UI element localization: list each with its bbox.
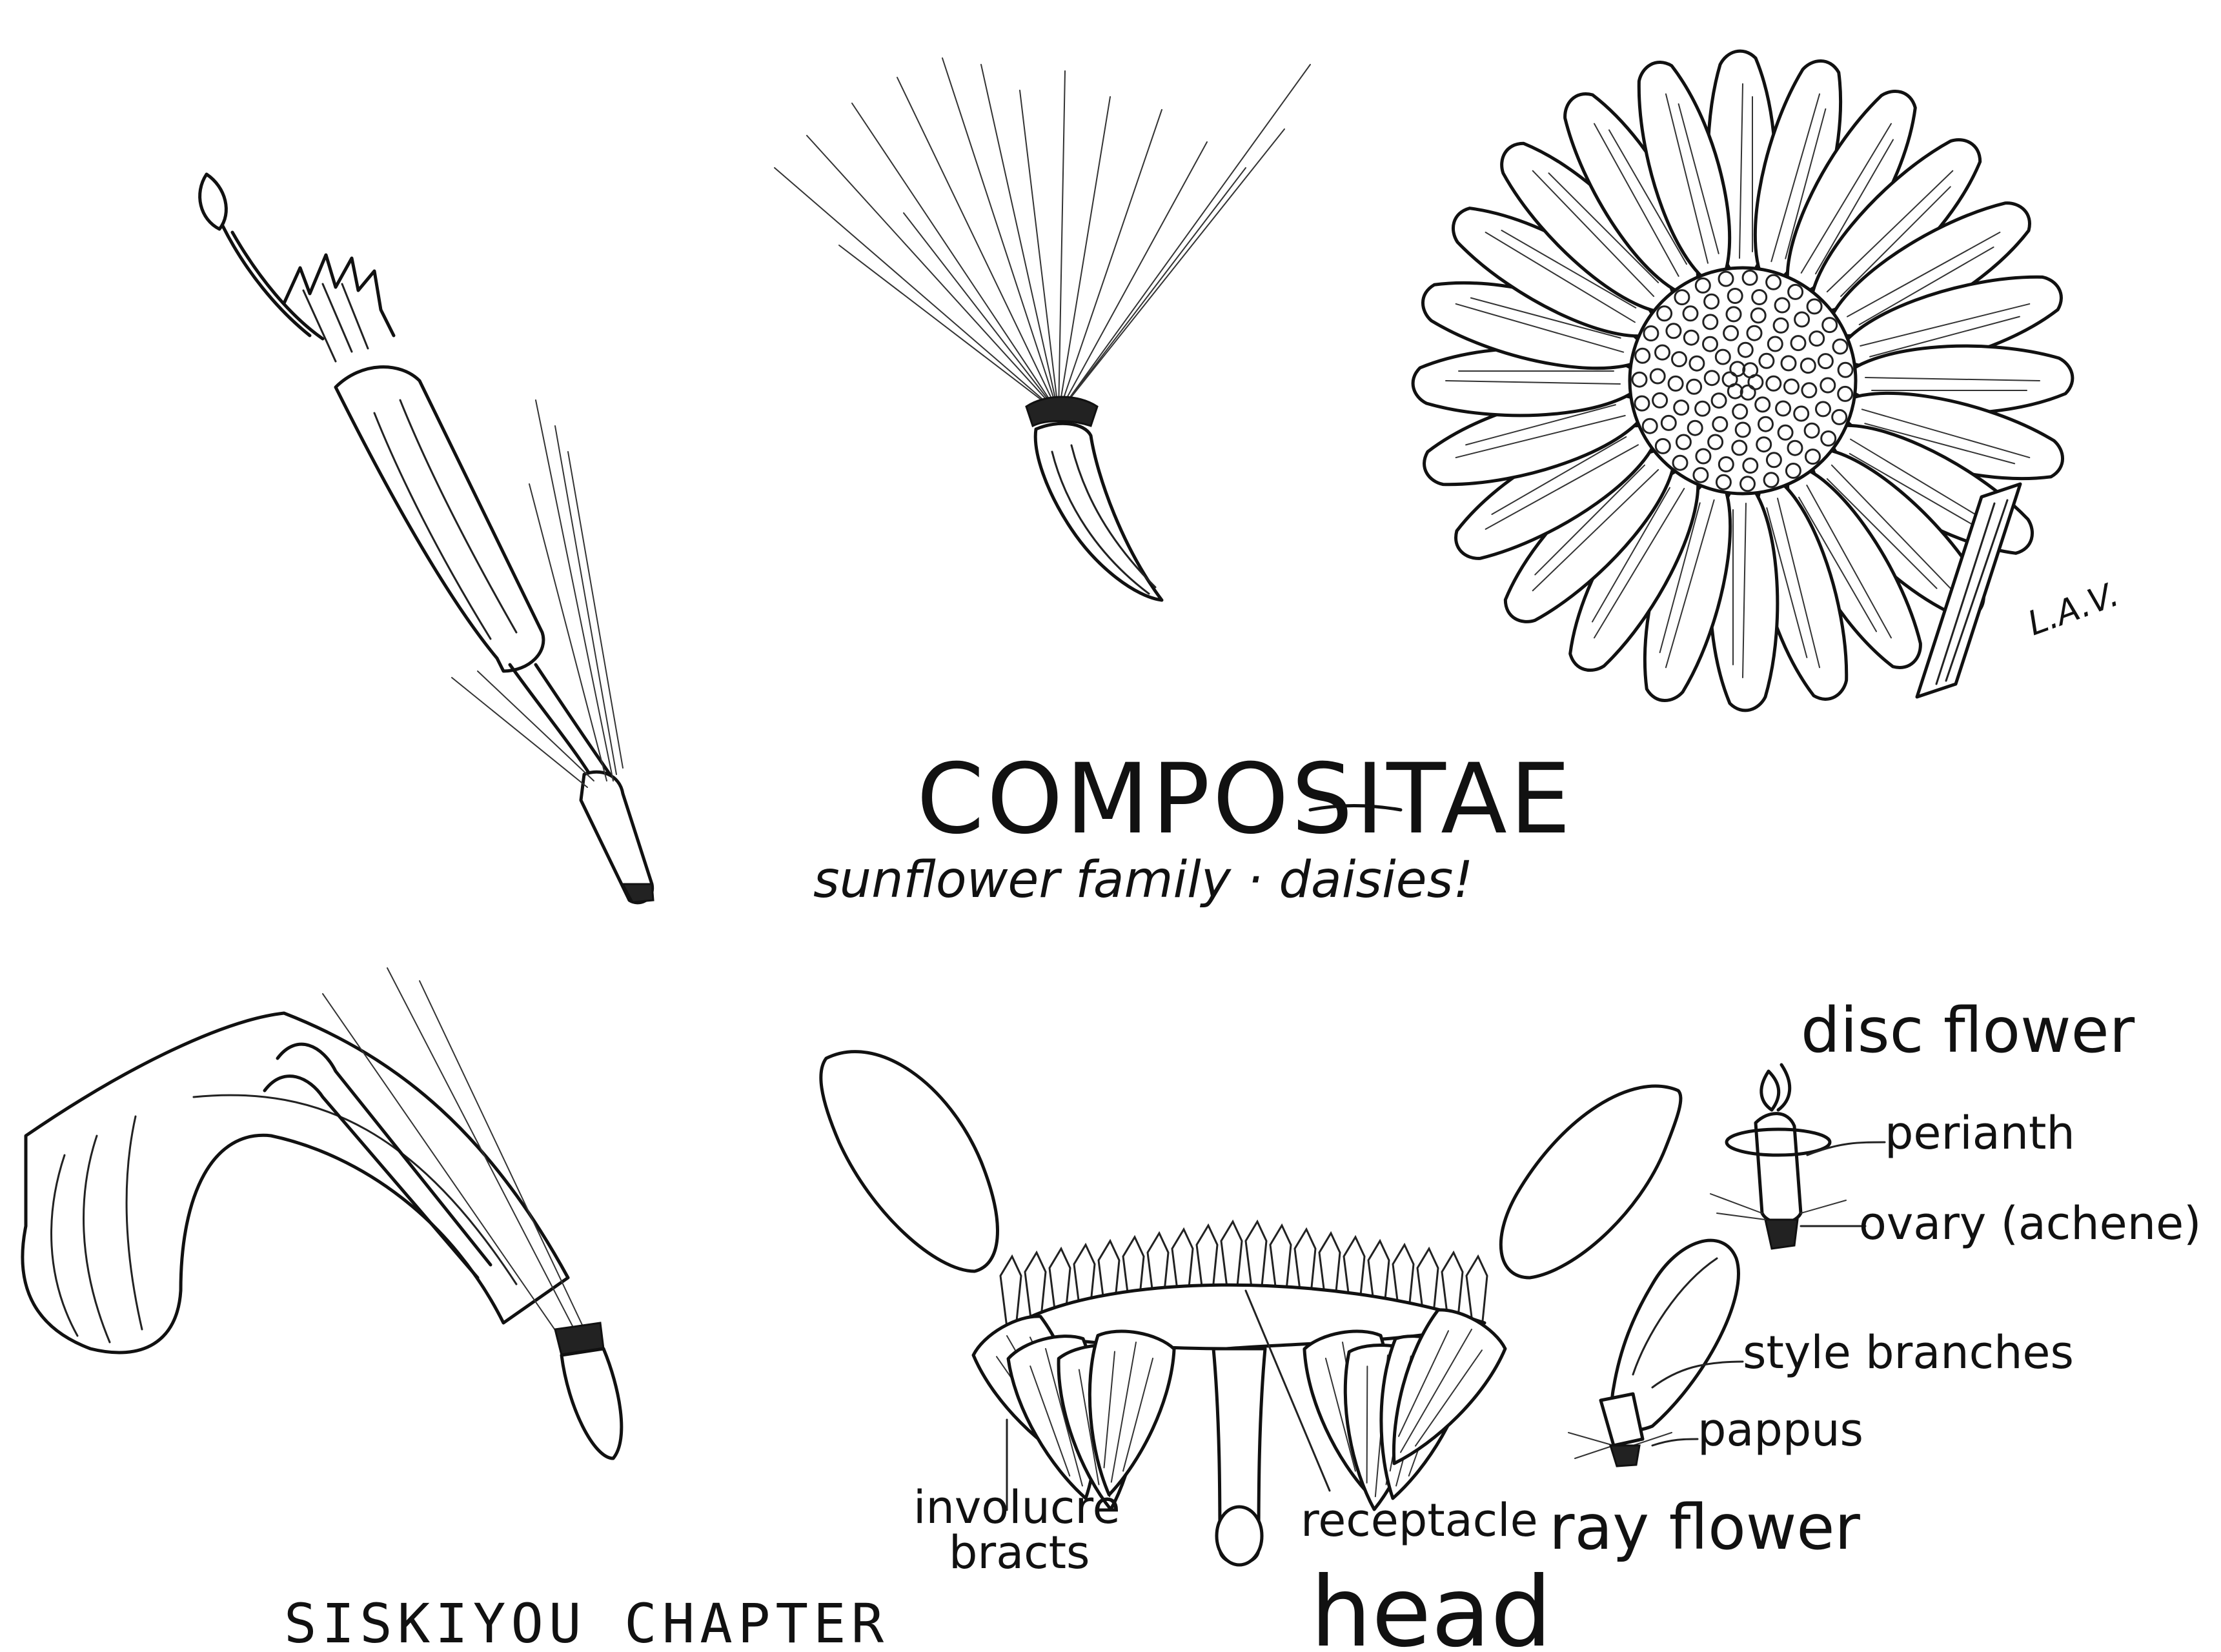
- pappus-label: pappus: [1698, 1404, 1863, 1456]
- page-title: COMPOSITAE: [917, 743, 1574, 856]
- page-subtitle: sunflower family · daisies!: [813, 851, 1474, 909]
- head-label: head: [1310, 1556, 1552, 1652]
- disc-flower-label: disc flower: [1801, 994, 2135, 1067]
- disc-floret-drawing: [200, 174, 653, 903]
- daisy-flower-drawing: [1413, 51, 2073, 710]
- perianth-label: perianth: [1885, 1107, 2075, 1160]
- section-floret: [1221, 1222, 1242, 1293]
- receptacle-label: receptacle: [1301, 1494, 1538, 1547]
- section-floret: [1246, 1222, 1266, 1293]
- style-branches-label: style branches: [1743, 1326, 2074, 1379]
- achene-pappus-drawing: [775, 58, 1310, 600]
- bracts-label: bracts: [949, 1526, 1090, 1579]
- section-floret: [1000, 1256, 1021, 1327]
- artist-signature: L.A.V.: [2023, 575, 2124, 643]
- ray-floret-drawing: [23, 968, 622, 1458]
- chapter-footer: SISKIYOU CHAPTER: [284, 1592, 889, 1652]
- ovary-label: ovary (achene): [1859, 1197, 2201, 1250]
- ray-flower-label: ray flower: [1549, 1491, 1860, 1564]
